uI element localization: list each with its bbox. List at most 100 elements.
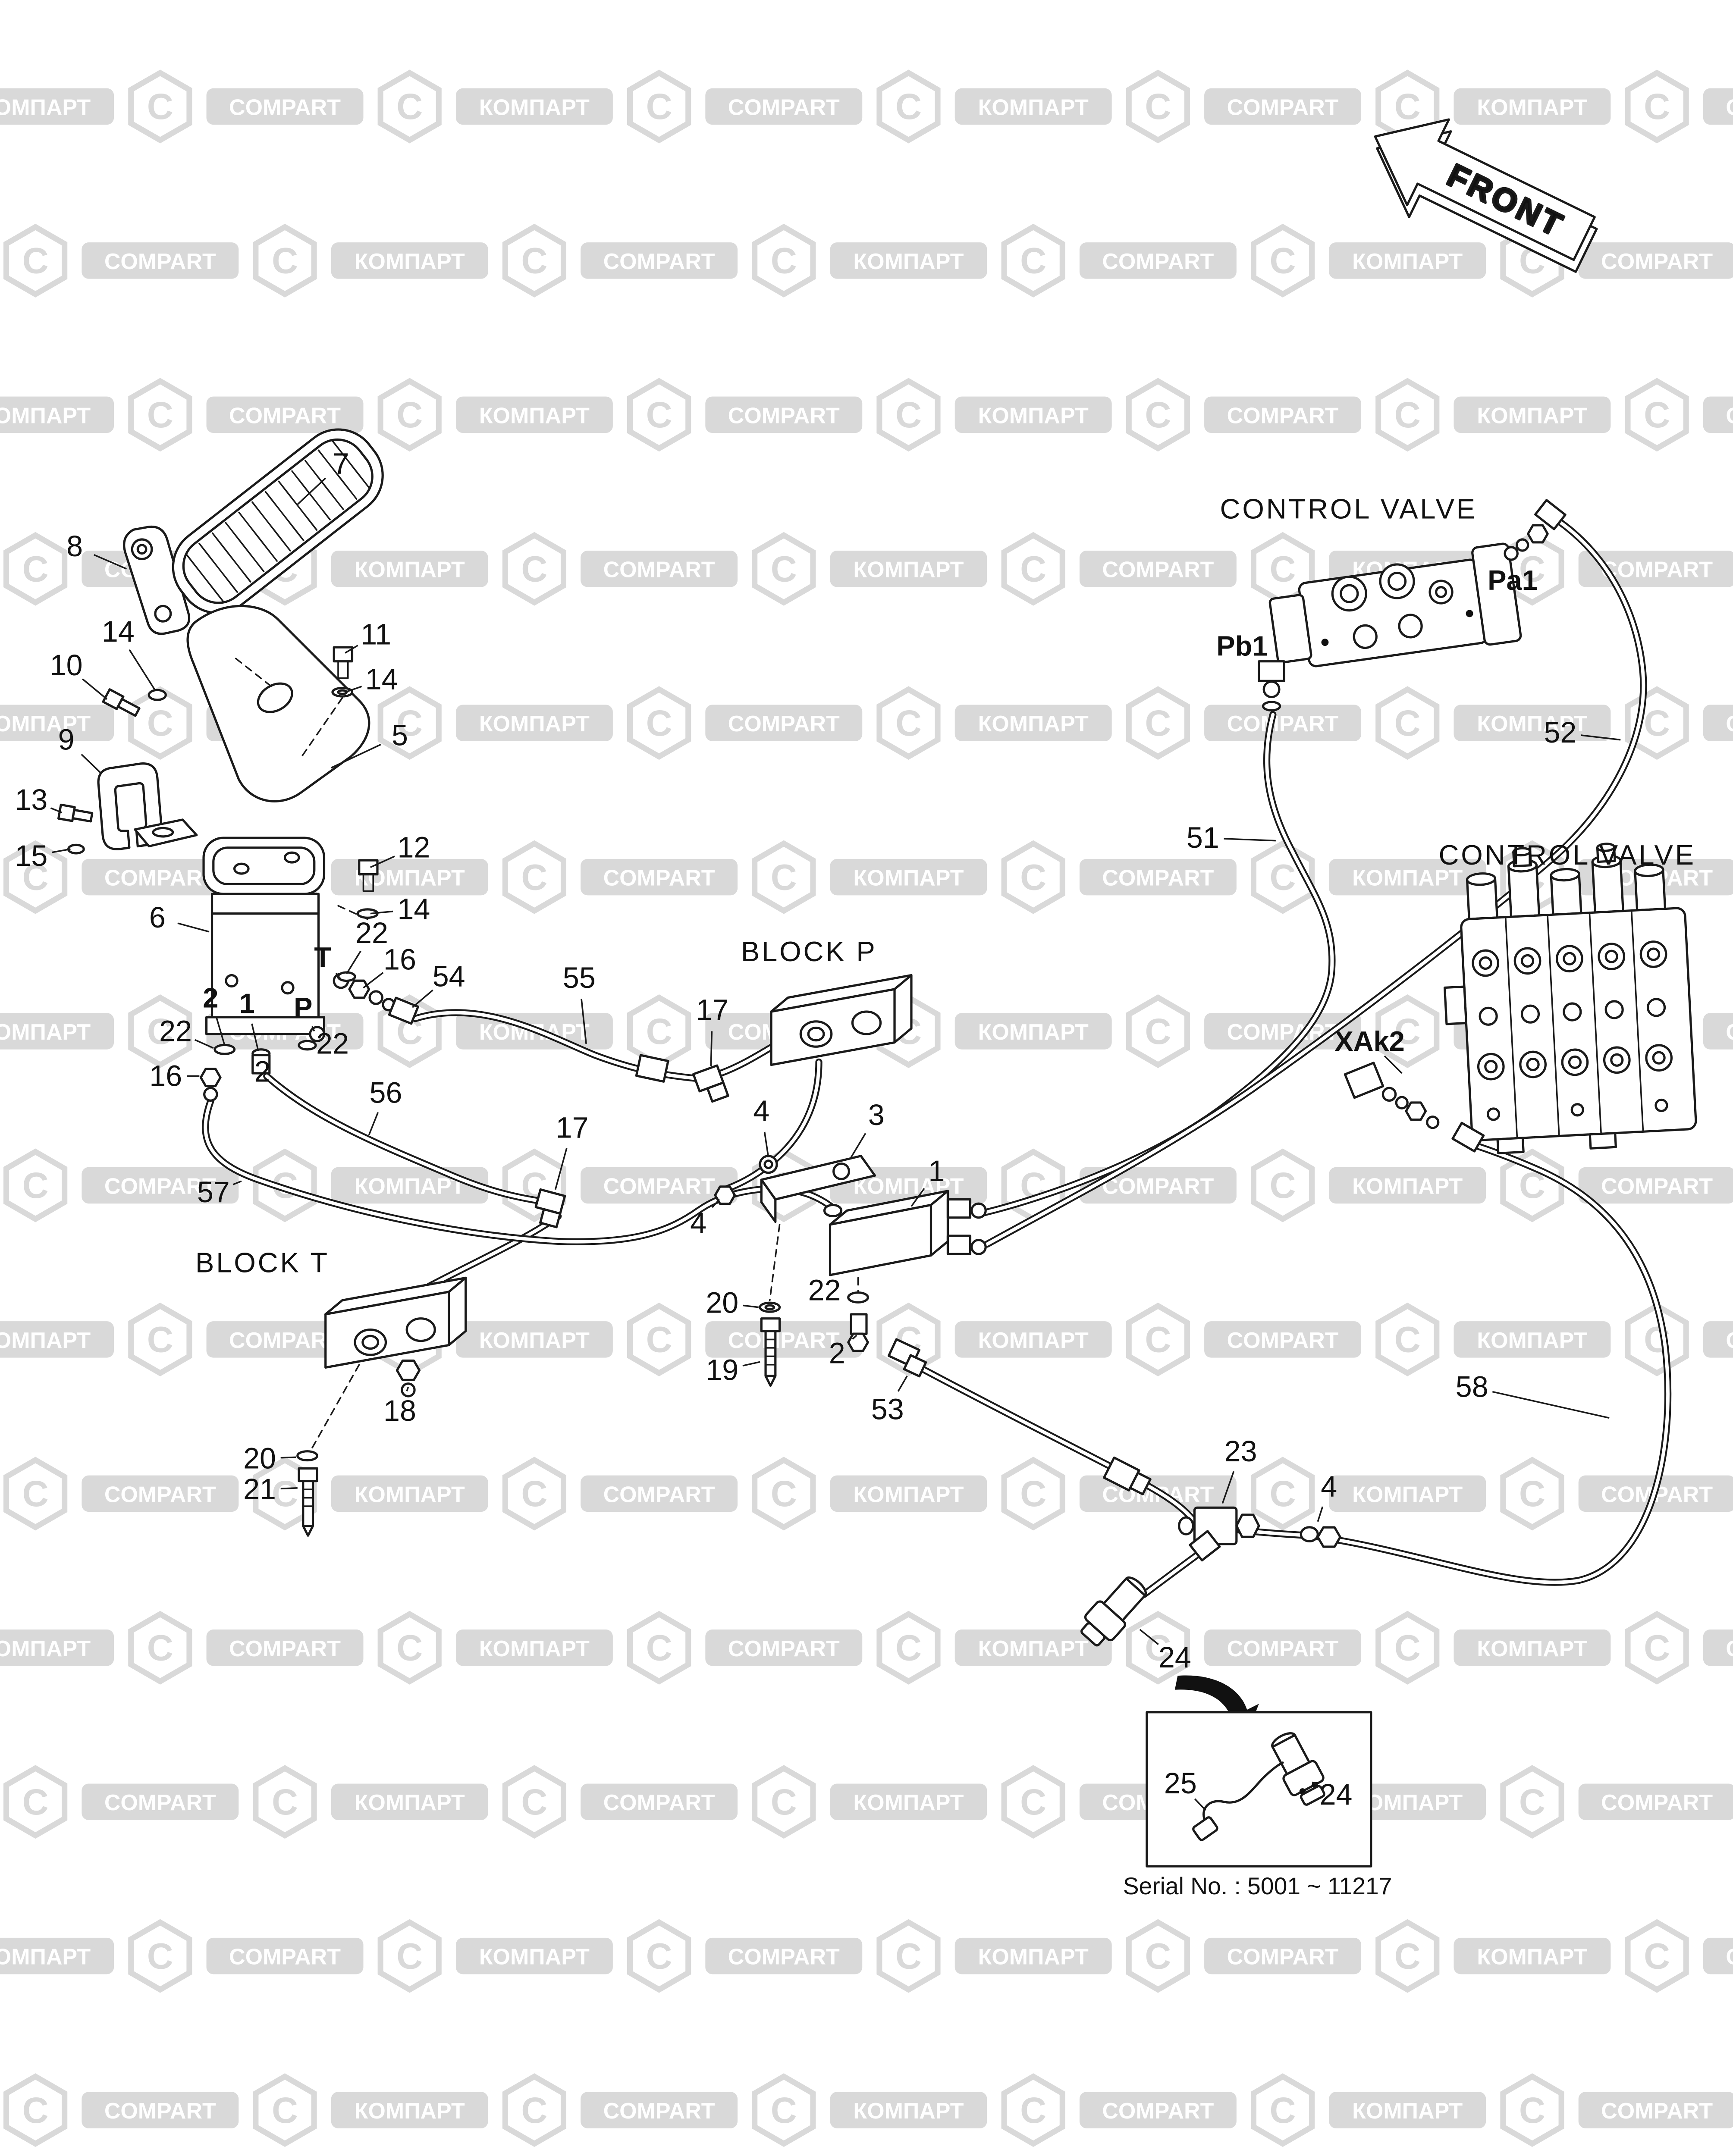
watermark-logo-letter: C <box>1020 1782 1046 1822</box>
leader-line <box>345 686 362 693</box>
watermark-hexagon-logo <box>1500 1457 1564 1531</box>
port-label-XAk2: XAk2 <box>1334 1025 1405 1057</box>
watermark-text: COMPART <box>104 866 216 891</box>
watermark-logo-letter: C <box>771 1473 797 1514</box>
watermark-logo-letter: C <box>1020 2090 1046 2131</box>
watermark-hexagon-logo <box>1625 378 1689 452</box>
watermark-logo-letter: C <box>1270 1165 1296 1206</box>
watermark-hexagon-logo <box>128 1919 192 1993</box>
callout-1: 1 <box>928 1155 945 1188</box>
watermark-hexagon-logo <box>1625 69 1689 144</box>
watermark-text: КОМПАРТ <box>479 95 590 120</box>
callout-16: 16 <box>149 1059 182 1092</box>
elbow-53 <box>887 1338 927 1378</box>
watermark-logo-letter: C <box>272 241 298 281</box>
leader-line <box>232 1180 242 1185</box>
leader-line <box>345 950 361 975</box>
watermark-text: COMPART <box>1601 2099 1713 2124</box>
tee-23 <box>1178 1506 1341 1562</box>
watermark-hexagon-logo <box>627 378 691 452</box>
watermark-text: COMPART <box>603 1790 715 1815</box>
watermark-logo-letter: C <box>1270 2090 1296 2131</box>
watermark-hexagon-logo <box>1126 1919 1190 1993</box>
washer-15 <box>67 843 85 855</box>
watermark-text: КОМПАРТ <box>1477 95 1587 120</box>
block-p-body <box>770 974 913 1066</box>
watermark-hexagon-logo <box>502 840 566 914</box>
leader-line <box>554 1148 568 1190</box>
watermark-logo-letter: C <box>22 548 49 589</box>
watermark-logo-letter: C <box>1145 1936 1171 1976</box>
washer-22b <box>213 1044 236 1055</box>
watermark-text: КОМПАРТ <box>978 95 1089 120</box>
watermark-text: COMPART <box>1102 866 1214 891</box>
bolt-12 <box>358 859 379 892</box>
callout-58: 58 <box>1456 1371 1488 1404</box>
watermark-logo-letter: C <box>771 241 797 281</box>
leader-line <box>335 973 342 980</box>
leader-line <box>742 1361 760 1367</box>
watermark-text: КОМПАРТ <box>1352 1174 1463 1199</box>
callout-24: 24 <box>1320 1778 1353 1811</box>
watermark-hexagon-logo <box>377 1611 442 1685</box>
leader-line <box>852 1335 857 1340</box>
watermark-hexagon-logo <box>377 69 442 144</box>
leader-line <box>1581 734 1621 741</box>
watermark-hexagon-logo <box>1375 378 1440 452</box>
watermark-text: COMPART <box>229 95 341 120</box>
watermark-text: COMPART <box>728 1328 840 1353</box>
watermark-hexagon-logo <box>627 69 691 144</box>
leader-line <box>710 1031 713 1066</box>
watermark-text: КОМПАРТ <box>1352 2099 1463 2124</box>
watermark-text: КОМПАРТ <box>1352 866 1463 891</box>
watermark-logo-letter: C <box>1145 395 1171 435</box>
watermark-logo-letter: C <box>1394 1319 1421 1360</box>
watermark-hexagon-logo <box>1001 2073 1065 2147</box>
watermark-text: КОМПАРТ <box>355 1174 465 1199</box>
watermark-hexagon-logo <box>752 1457 816 1531</box>
leader-line <box>251 1023 259 1051</box>
watermark-text: КОМПАРТ <box>853 2099 964 2124</box>
bolt-10 <box>102 688 141 717</box>
leader-line <box>368 1112 379 1135</box>
leader-line <box>581 999 587 1044</box>
watermark-text: COMPART <box>603 558 715 583</box>
watermark-hexagon-logo <box>128 994 192 1069</box>
washer-14a <box>148 689 167 701</box>
title-2: BLOCK P <box>741 936 877 967</box>
watermark-logo-letter: C <box>396 1628 423 1668</box>
watermark-hexagon-logo <box>752 2073 816 2147</box>
watermark-text: COMPART <box>1102 249 1214 274</box>
elbow-17a <box>692 1064 729 1103</box>
watermark-logo-letter: C <box>646 395 672 435</box>
callout-19: 19 <box>706 1354 738 1387</box>
watermark-hexagon-logo <box>1126 994 1190 1069</box>
inset-box <box>1146 1711 1372 1868</box>
watermark-hexagon-logo <box>627 686 691 760</box>
watermark-logo-letter: C <box>22 1165 49 1206</box>
watermark-text: COMPART <box>1726 1020 1733 1045</box>
leader-line <box>363 972 384 989</box>
watermark-logo-letter: C <box>521 2090 547 2131</box>
watermark-logo-letter: C <box>1644 1628 1670 1668</box>
watermark-hexagon-logo <box>253 1148 317 1222</box>
leader-line <box>1492 1391 1610 1419</box>
